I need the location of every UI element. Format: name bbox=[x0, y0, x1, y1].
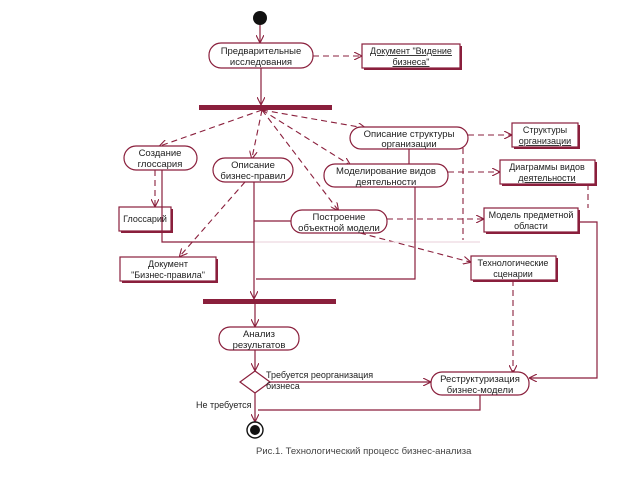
activity-org-structure: Описание структуры организации bbox=[349, 126, 469, 150]
activity-label-line: деятельности bbox=[356, 177, 417, 188]
guard-label-no: Не требуется bbox=[196, 400, 252, 410]
activity-label-line: объектной модели bbox=[298, 223, 380, 234]
object-label-line: Технологические bbox=[478, 258, 549, 268]
activity-business-rules: Описание бизнес-правил bbox=[212, 157, 294, 183]
activity-label-line: Моделирование видов bbox=[336, 166, 436, 177]
object-business-rules-document: Документ "Бизнес-правила" bbox=[119, 256, 218, 283]
flow-fork-to-glossary bbox=[160, 109, 263, 146]
object-label-line: области bbox=[514, 221, 548, 231]
activity-object-model: Построение объектной модели bbox=[290, 209, 388, 234]
figure-caption: Рис.1. Технологический процесс бизнес-ан… bbox=[256, 446, 472, 457]
guard-label-yes: бизнеса bbox=[266, 381, 300, 391]
activity-label-line: организации bbox=[381, 139, 436, 150]
object-domain-model: Модель предметной области bbox=[483, 207, 580, 234]
flow-object-model-to-scenarios bbox=[359, 232, 470, 262]
activity-glossary-creation: Создание глоссария bbox=[123, 145, 198, 171]
activity-label-line: Построение bbox=[313, 212, 366, 223]
object-label-line: "Бизнес-правила" bbox=[131, 270, 205, 280]
activity-label-line: Создание bbox=[139, 148, 182, 159]
flow-domain-model-to-restructuring bbox=[530, 221, 598, 378]
activity-label-line: исследования bbox=[230, 57, 292, 68]
object-label-line: бизнеса" bbox=[393, 57, 430, 67]
activity-preliminary-research: Предварительные исследования bbox=[208, 42, 314, 69]
object-label-line: Документ bbox=[148, 259, 188, 269]
flow-restructuring-to-end bbox=[258, 395, 481, 411]
fork-bar bbox=[199, 105, 332, 110]
object-label-line: Диаграммы видов bbox=[509, 162, 585, 172]
object-org-structures: Структуры организации bbox=[511, 122, 580, 149]
flow-glossary-to-join bbox=[161, 170, 254, 243]
activity-label-line: глоссария bbox=[138, 159, 183, 170]
guard-label-yes: Требуется реорганизация bbox=[266, 370, 373, 380]
object-label-line: Модель предметной bbox=[489, 210, 574, 220]
activity-label-line: Предварительные bbox=[221, 46, 302, 57]
activity-label-line: Описание структуры bbox=[364, 129, 455, 140]
flow-rules-to-rules-doc bbox=[180, 181, 246, 256]
activity-analysis: Анализ результатов bbox=[218, 326, 300, 351]
flow-modeling-to-join bbox=[256, 187, 416, 280]
object-label-line: Глоссарий bbox=[123, 214, 167, 224]
activity-label-line: бизнес-модели bbox=[447, 385, 514, 396]
end-node-core bbox=[250, 425, 260, 435]
flow-fork-to-object-model bbox=[261, 109, 338, 210]
object-vision-document: Документ "Видение бизнеса" bbox=[361, 43, 462, 70]
object-label-line: деятельности bbox=[518, 173, 575, 183]
object-glossary: Глоссарий bbox=[118, 206, 173, 233]
activity-label-line: результатов bbox=[233, 340, 286, 351]
activity-label-line: Анализ bbox=[243, 329, 275, 340]
flow-fork-to-modeling bbox=[261, 109, 350, 165]
object-label-line: Документ "Видение bbox=[370, 46, 452, 56]
object-label-line: организации bbox=[519, 136, 571, 146]
activity-label-line: бизнес-правил bbox=[220, 171, 285, 182]
flow-fork-to-org bbox=[261, 109, 365, 128]
join-bar bbox=[203, 299, 336, 304]
activity-label-line: Реструктуризация bbox=[440, 374, 520, 385]
object-activity-diagrams: Диаграммы видов деятельности bbox=[499, 159, 597, 186]
activity-restructuring: Реструктуризация бизнес-модели bbox=[430, 371, 530, 396]
activity-label-line: Описание bbox=[231, 160, 275, 171]
object-label-line: сценарии bbox=[493, 269, 533, 279]
object-label-line: Структуры bbox=[523, 125, 567, 135]
start-node bbox=[253, 11, 267, 25]
activity-modeling: Моделирование видов деятельности bbox=[323, 163, 449, 188]
flow-fork-to-rules bbox=[252, 109, 263, 158]
object-technology-scenarios: Технологические сценарии bbox=[470, 255, 558, 282]
